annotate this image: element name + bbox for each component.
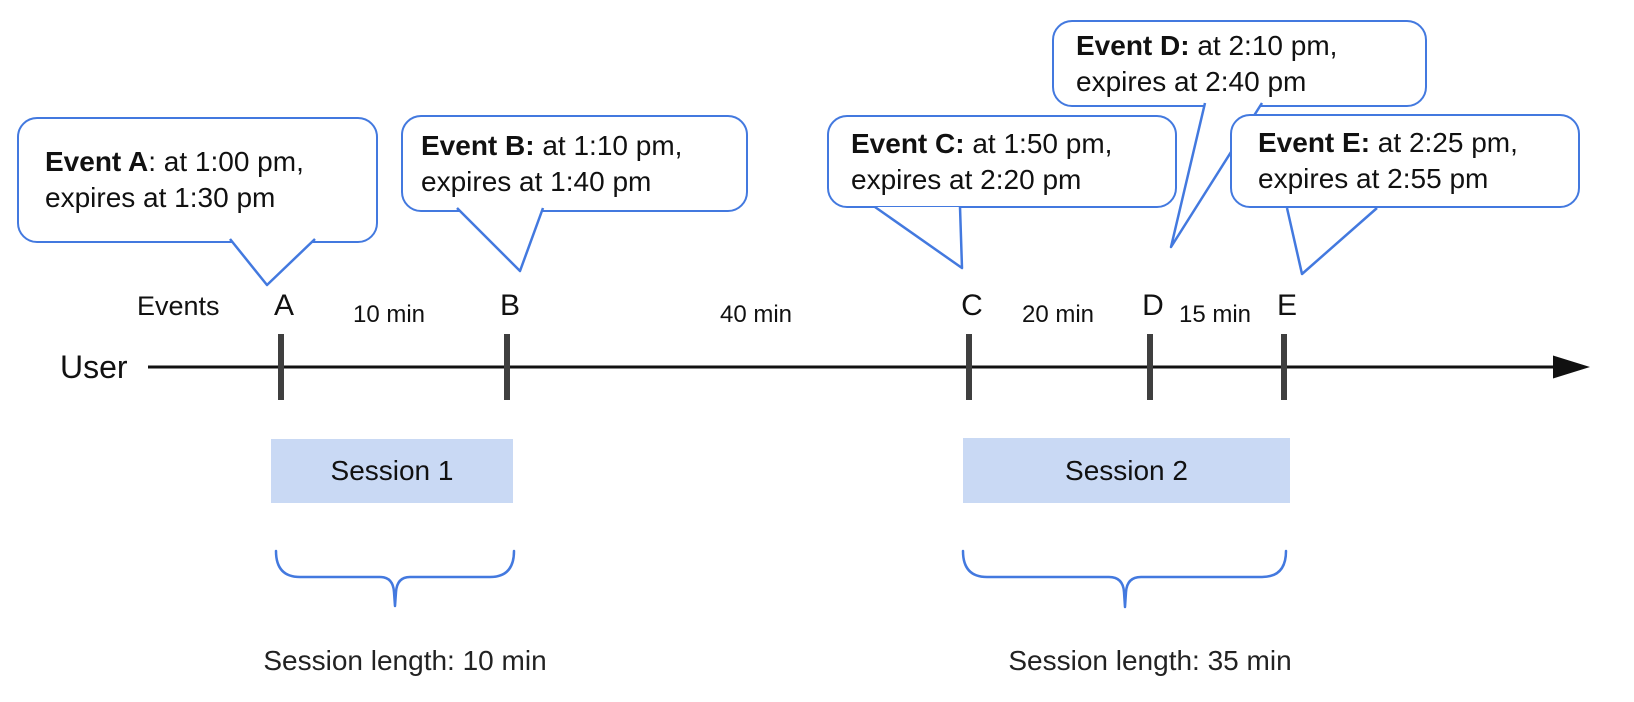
callout-bubble-a: Event A: at 1:00 pm, expires at 1:30 pm bbox=[17, 117, 378, 243]
timeline-arrowhead-icon bbox=[1553, 355, 1590, 379]
callout-bubble-b: Event B: at 1:10 pm, expires at 1:40 pm bbox=[401, 115, 748, 212]
event-letter-d: D bbox=[1142, 289, 1164, 322]
callout-tail-e bbox=[1285, 207, 1378, 276]
callout-d-line1: Event D: at 2:10 pm, bbox=[1076, 29, 1338, 61]
callout-a-line2: expires at 1:30 pm bbox=[45, 182, 276, 213]
gap-label-d-e: 15 min bbox=[1178, 301, 1252, 328]
callout-tail-a bbox=[229, 238, 316, 287]
event-letter-e: E bbox=[1276, 289, 1298, 322]
callout-bubble-c: Event C: at 1:50 pm, expires at 2:20 pm bbox=[827, 115, 1177, 208]
callout-e-line1: Event E: at 2:25 pm, bbox=[1258, 127, 1518, 158]
session-1-box: Session 1 bbox=[271, 439, 513, 503]
session-1-brace bbox=[274, 549, 516, 608]
event-letter-a: A bbox=[273, 289, 295, 322]
gap-label-a-b: 10 min bbox=[352, 301, 426, 328]
session-2-length-label: Session length: 35 min bbox=[1008, 645, 1292, 676]
session-1-length-label: Session length: 10 min bbox=[263, 645, 547, 676]
callout-bubble-d: Event D: at 2:10 pm, expires at 2:40 pm bbox=[1052, 20, 1427, 107]
callout-tail-b bbox=[456, 207, 545, 273]
session-2-brace bbox=[961, 549, 1288, 609]
callout-a-line1: Event A: at 1:00 pm, bbox=[45, 146, 304, 177]
callout-bubble-e: Event E: at 2:25 pm, expires at 2:55 pm bbox=[1230, 114, 1580, 208]
callout-tail-c bbox=[874, 205, 964, 270]
event-letter-c: C bbox=[961, 289, 983, 322]
callout-d-line2: expires at 2:40 pm bbox=[1076, 65, 1307, 97]
session-1-label: Session 1 bbox=[330, 455, 454, 486]
callout-c-line2: expires at 2:20 pm bbox=[851, 163, 1082, 195]
session-2-box: Session 2 bbox=[963, 438, 1290, 503]
user-label: User bbox=[60, 349, 128, 385]
callout-b-line1: Event B: at 1:10 pm, bbox=[421, 129, 683, 161]
gap-label-c-d: 20 min bbox=[1021, 301, 1095, 328]
gap-label-b-c: 40 min bbox=[719, 301, 793, 328]
session-2-label: Session 2 bbox=[1065, 454, 1188, 486]
callout-e-line2: expires at 2:55 pm bbox=[1258, 163, 1489, 194]
events-axis-label: Events bbox=[137, 291, 220, 321]
event-letter-b: B bbox=[499, 289, 521, 322]
callout-b-line2: expires at 1:40 pm bbox=[421, 165, 652, 197]
callout-c-line1: Event C: at 1:50 pm, bbox=[851, 127, 1113, 159]
